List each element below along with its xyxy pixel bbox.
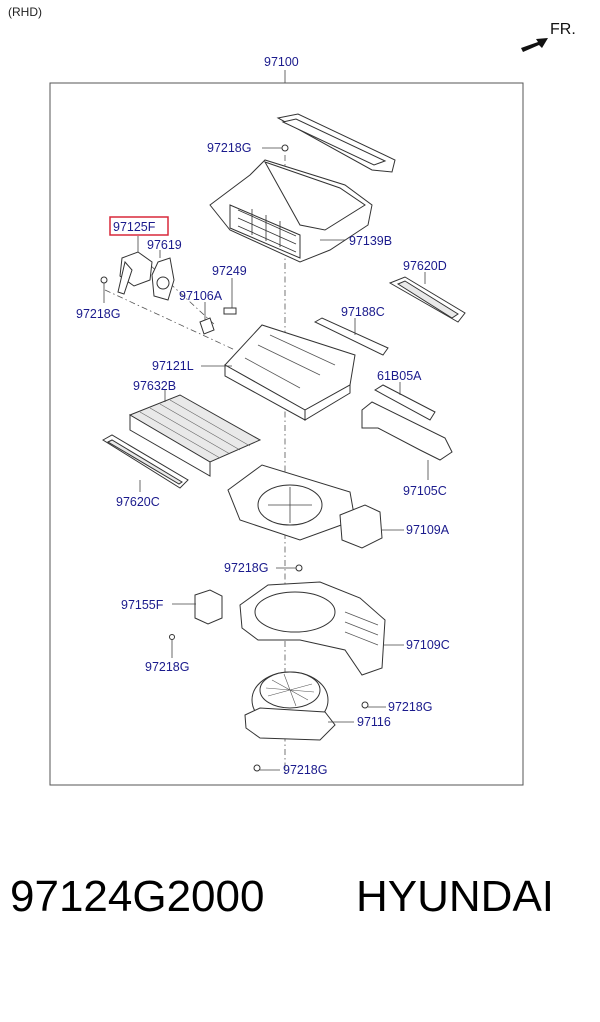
- front-arrow-icon: [521, 38, 548, 52]
- label-97619[interactable]: 97619: [147, 238, 182, 252]
- upper-case-part: [209, 113, 396, 263]
- label-61b05a[interactable]: 61B05A: [377, 369, 422, 383]
- label-97218g-right[interactable]: 97218G: [388, 700, 432, 714]
- label-97218g-low[interactable]: 97218G: [145, 660, 189, 674]
- label-97105c[interactable]: 97105C: [403, 484, 447, 498]
- label-97121l[interactable]: 97121L: [152, 359, 194, 373]
- label-97218g-left[interactable]: 97218G: [76, 307, 120, 321]
- label-97632b[interactable]: 97632B: [133, 379, 176, 393]
- label-97218g-bottom[interactable]: 97218G: [283, 763, 327, 777]
- assembly-label: 97100: [264, 55, 299, 69]
- label-97620d[interactable]: 97620D: [403, 259, 447, 273]
- lower-housing-part: [227, 464, 383, 549]
- air-filter-part: [128, 394, 262, 477]
- actuator-part: [100, 251, 153, 295]
- label-97155f[interactable]: 97155F: [121, 598, 164, 612]
- seal-strip-part: [313, 317, 389, 356]
- label-97109c[interactable]: 97109C: [406, 638, 450, 652]
- resistor-part: [194, 589, 223, 625]
- blower-motor-part: [244, 671, 336, 741]
- parts-diagram: (RHD) FR. 97100: [8, 5, 576, 786]
- screw-part: [199, 307, 237, 335]
- label-97188c[interactable]: 97188C: [341, 305, 385, 319]
- label-97116[interactable]: 97116: [357, 715, 391, 729]
- label-97620c[interactable]: 97620C: [116, 495, 160, 509]
- brand-name: HYUNDAI: [356, 872, 555, 921]
- highlight-box: [109, 216, 169, 236]
- strip-part: [374, 384, 436, 421]
- intake-case-part: [224, 324, 356, 421]
- label-97218g-top[interactable]: 97218G: [207, 141, 251, 155]
- part-caption: 97124G2000 HYUNDAI: [0, 872, 600, 952]
- filter-cover-part: [102, 434, 189, 489]
- label-97218g-mid[interactable]: 97218G: [224, 561, 268, 575]
- rhd-label: (RHD): [8, 5, 42, 19]
- blower-case-part: [239, 581, 386, 676]
- label-97249[interactable]: 97249: [212, 264, 247, 278]
- assembly-frame: [49, 82, 524, 786]
- label-97109a[interactable]: 97109A: [406, 523, 450, 537]
- filter-frame-part: [388, 276, 466, 323]
- label-97125f[interactable]: 97125F: [113, 220, 156, 234]
- label-97139b[interactable]: 97139B: [349, 234, 392, 248]
- lever-part: [151, 257, 175, 301]
- label-97106a[interactable]: 97106A: [179, 289, 223, 303]
- duct-part: [361, 401, 453, 461]
- front-direction-label: FR.: [550, 21, 576, 38]
- part-number: 97124G2000: [10, 872, 265, 921]
